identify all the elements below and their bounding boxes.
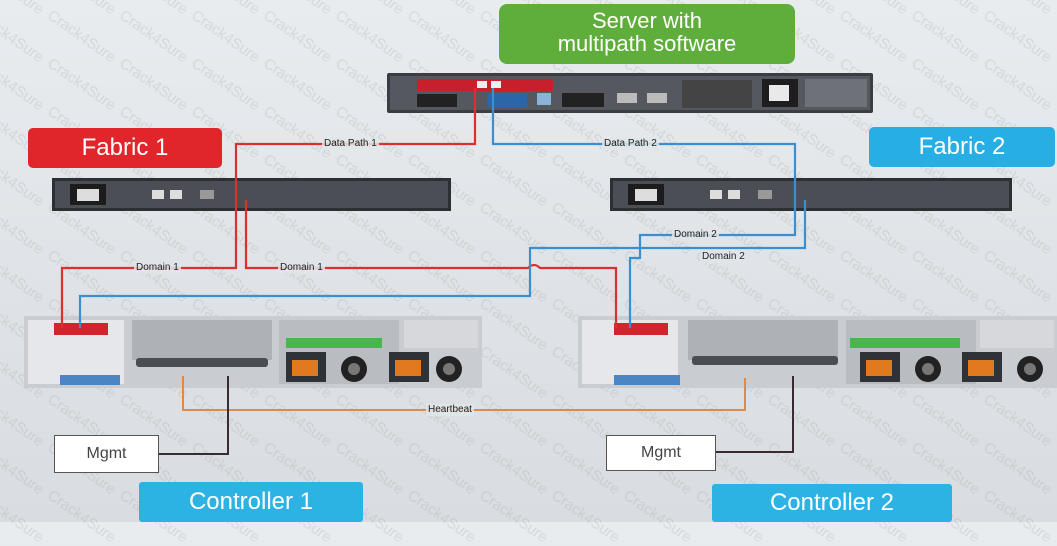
watermark-text: Crack4Sure xyxy=(764,246,839,307)
watermark-text: Crack4Sure xyxy=(404,486,479,546)
watermark-text: Crack4Sure xyxy=(332,6,407,67)
server-title-text: Server with multipath software xyxy=(557,8,737,57)
domain1-label-a: Domain 1 xyxy=(134,262,181,274)
watermark-text: Crack4Sure xyxy=(476,438,551,499)
watermark-text: Crack4Sure xyxy=(548,486,623,546)
fabric1-switch xyxy=(52,178,451,211)
watermark-text: Crack4Sure xyxy=(1052,438,1057,499)
watermark-text: Crack4Sure xyxy=(260,390,335,451)
watermark-text: Crack4Sure xyxy=(980,246,1055,307)
controller1-label: Controller 1 xyxy=(139,482,363,522)
watermark-text: Crack4Sure xyxy=(908,390,983,451)
controller2-label: Controller 2 xyxy=(712,484,952,522)
watermark-text: Crack4Sure xyxy=(620,246,695,307)
watermark-text: Crack4Sure xyxy=(0,0,47,18)
mgmt1-box: Mgmt xyxy=(54,435,159,473)
watermark-text: Crack4Sure xyxy=(188,246,263,307)
watermark-text: Crack4Sure xyxy=(44,0,119,18)
watermark-text: Crack4Sure xyxy=(0,486,47,546)
watermark-text: Crack4Sure xyxy=(980,54,1055,115)
watermark-text: Crack4Sure xyxy=(836,0,911,18)
data-path-1-label: Data Path 1 xyxy=(322,138,379,150)
domain2-label-b: Domain 2 xyxy=(700,251,747,263)
watermark-text: Crack4Sure xyxy=(1052,0,1057,18)
watermark-text: Crack4Sure xyxy=(332,0,407,18)
watermark-text: Crack4Sure xyxy=(44,486,119,546)
watermark-text: Crack4Sure xyxy=(908,54,983,115)
controller2-chassis xyxy=(578,316,1057,388)
watermark-text: Crack4Sure xyxy=(188,390,263,451)
host-server-chassis xyxy=(387,73,873,113)
watermark-text: Crack4Sure xyxy=(260,102,335,163)
watermark-text: Crack4Sure xyxy=(260,54,335,115)
watermark-text: Crack4Sure xyxy=(188,6,263,67)
watermark-text: Crack4Sure xyxy=(0,438,47,499)
watermark-text: Crack4Sure xyxy=(476,198,551,259)
watermark-text: Crack4Sure xyxy=(188,54,263,115)
watermark-text: Crack4Sure xyxy=(0,198,47,259)
watermark-text: Crack4Sure xyxy=(476,150,551,211)
data-path-2-label: Data Path 2 xyxy=(602,138,659,150)
watermark-text: Crack4Sure xyxy=(404,6,479,67)
watermark-text: Crack4Sure xyxy=(1052,390,1057,451)
watermark-text: Crack4Sure xyxy=(116,54,191,115)
watermark-text: Crack4Sure xyxy=(332,390,407,451)
watermark-text: Crack4Sure xyxy=(764,390,839,451)
watermark-text: Crack4Sure xyxy=(980,486,1055,546)
mgmt2-box: Mgmt xyxy=(606,435,716,471)
watermark-text: Crack4Sure xyxy=(260,246,335,307)
fabric2-switch xyxy=(610,178,1012,211)
watermark-text: Crack4Sure xyxy=(404,0,479,18)
watermark-text: Crack4Sure xyxy=(908,246,983,307)
watermark-text: Crack4Sure xyxy=(44,246,119,307)
server-title-box: Server with multipath software xyxy=(499,4,795,64)
fabric2-label: Fabric 2 xyxy=(869,127,1055,167)
watermark-text: Crack4Sure xyxy=(980,438,1055,499)
watermark-text: Crack4Sure xyxy=(260,0,335,18)
watermark-text: Crack4Sure xyxy=(260,6,335,67)
watermark-text: Crack4Sure xyxy=(980,390,1055,451)
watermark-text: Crack4Sure xyxy=(836,390,911,451)
watermark-text: Crack4Sure xyxy=(908,0,983,18)
watermark-text: Crack4Sure xyxy=(476,246,551,307)
watermark-text: Crack4Sure xyxy=(548,246,623,307)
watermark-text: Crack4Sure xyxy=(404,246,479,307)
watermark-text: Crack4Sure xyxy=(116,0,191,18)
watermark-text: Crack4Sure xyxy=(1052,6,1057,67)
watermark-text: Crack4Sure xyxy=(1052,198,1057,259)
watermark-text: Crack4Sure xyxy=(0,390,47,451)
watermark-text: Crack4Sure xyxy=(620,486,695,546)
watermark-text: Crack4Sure xyxy=(44,54,119,115)
watermark-text: Crack4Sure xyxy=(44,6,119,67)
watermark-text: Crack4Sure xyxy=(116,246,191,307)
watermark-text: Crack4Sure xyxy=(980,6,1055,67)
watermark-text: Crack4Sure xyxy=(116,6,191,67)
watermark-text: Crack4Sure xyxy=(188,0,263,18)
watermark-text: Crack4Sure xyxy=(476,390,551,451)
watermark-text: Crack4Sure xyxy=(332,246,407,307)
watermark-text: Crack4Sure xyxy=(404,390,479,451)
watermark-text: Crack4Sure xyxy=(1052,246,1057,307)
watermark-text: Crack4Sure xyxy=(836,6,911,67)
domain2-wire-1 xyxy=(78,200,807,328)
watermark-text: Crack4Sure xyxy=(908,6,983,67)
watermark-text: Crack4Sure xyxy=(404,438,479,499)
domain1-label-b: Domain 1 xyxy=(278,262,325,274)
watermark-text: Crack4Sure xyxy=(476,486,551,546)
watermark-text: Crack4Sure xyxy=(980,0,1055,18)
watermark-text: Crack4Sure xyxy=(0,54,47,115)
watermark-text: Crack4Sure xyxy=(0,6,47,67)
watermark-text: Crack4Sure xyxy=(476,342,551,403)
controller1-chassis xyxy=(24,316,482,388)
watermark-text: Crack4Sure xyxy=(836,246,911,307)
fabric1-label: Fabric 1 xyxy=(28,128,222,168)
heartbeat-label: Heartbeat xyxy=(426,404,474,416)
domain2-label-a: Domain 2 xyxy=(672,229,719,241)
watermark-text: Crack4Sure xyxy=(0,246,47,307)
watermark-text: Crack4Sure xyxy=(1052,486,1057,546)
watermark-text: Crack4Sure xyxy=(476,294,551,355)
watermark-text: Crack4Sure xyxy=(1052,54,1057,115)
